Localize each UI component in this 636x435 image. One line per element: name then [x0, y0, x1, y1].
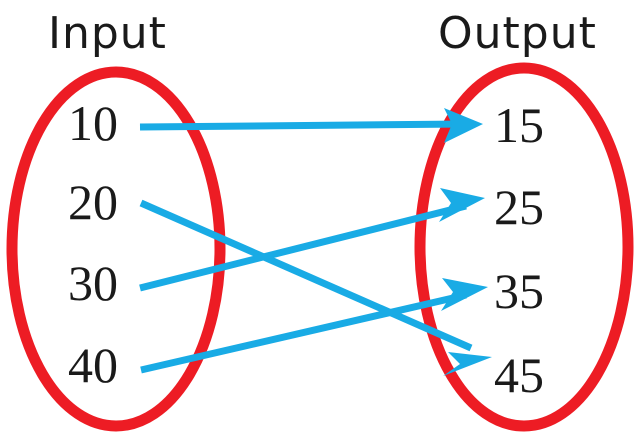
mapping-arrowhead-20-to-45	[443, 352, 492, 376]
mapping-line-40-to-35	[140, 291, 467, 374]
input-element-30: 30	[68, 255, 118, 311]
output-set-oval	[414, 62, 634, 432]
input-element-40: 40	[68, 337, 118, 393]
output-element-15: 15	[494, 97, 544, 153]
input-element-20: 20	[68, 174, 118, 230]
mapping-arrow-40-to-35	[140, 278, 488, 374]
mapping-line-20-to-45	[139, 199, 473, 352]
input-set-oval	[6, 66, 226, 432]
input-set-label: Input	[48, 8, 167, 59]
mapping-arrowhead-40-to-35	[441, 278, 488, 311]
mapping-line-30-to-25	[139, 202, 467, 292]
mapping-arrowhead-10-to-15	[444, 108, 483, 143]
mapping-arrow-20-to-45	[139, 199, 492, 376]
mapping-arrowhead-30-to-25	[439, 188, 485, 222]
mapping-arrow-10-to-15	[139, 108, 483, 143]
output-element-45: 45	[494, 347, 544, 403]
output-element-35: 35	[494, 263, 544, 319]
mapping-arrow-30-to-25	[139, 188, 485, 292]
mapping-line-10-to-15	[139, 120, 467, 131]
input-element-10: 10	[68, 95, 118, 151]
output-element-25: 25	[494, 179, 544, 235]
output-set-label: Output	[438, 8, 597, 59]
